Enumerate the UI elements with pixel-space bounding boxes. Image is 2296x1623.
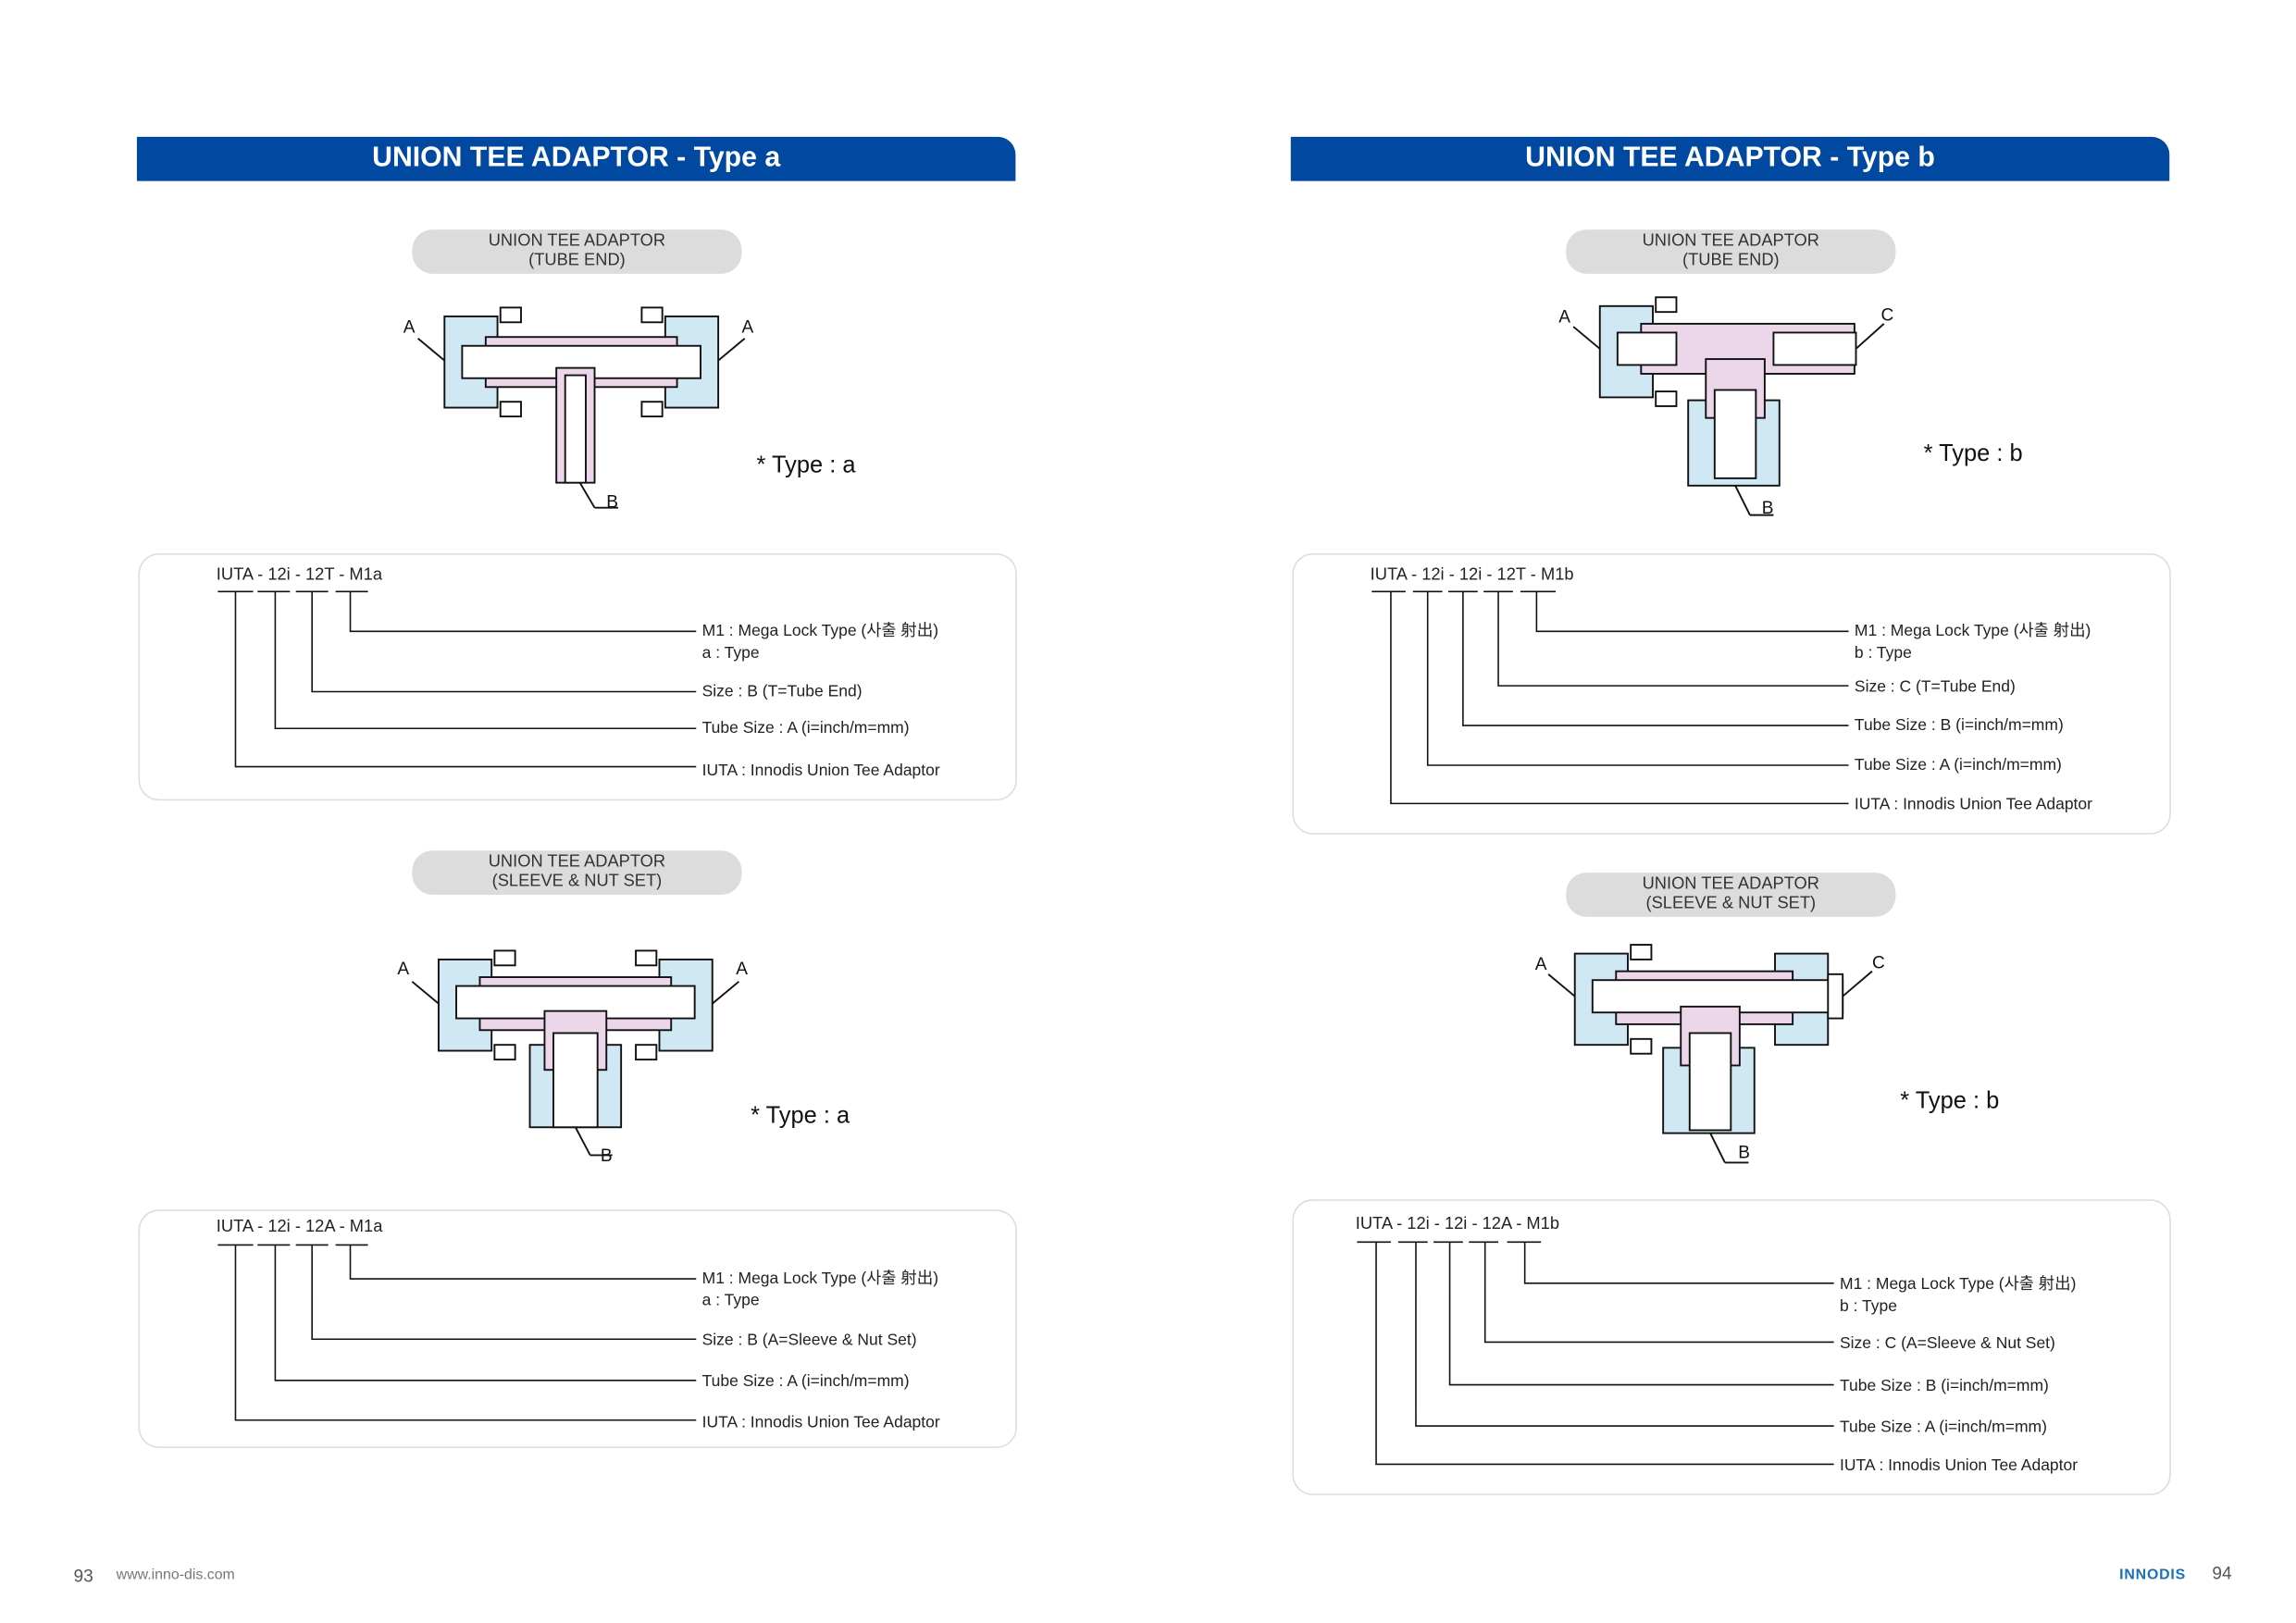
type-note: * Type : b	[1923, 441, 2023, 467]
section-label-sleeve-nut-b: UNION TEE ADAPTOR (SLEEVE & NUT SET)	[1566, 873, 1896, 917]
row-iuta: IUTA : Innodis Union Tee Adaptor	[1840, 1456, 2079, 1475]
type-note: * Type : a	[751, 1103, 850, 1129]
port-label-bottom: B	[600, 1145, 613, 1166]
part-number-breakdown-box: IUTA - 12i - 12i - 12T - M1b M1 : Mega L…	[1292, 552, 2171, 835]
row-iuta: IUTA : Innodis Union Tee Adaptor	[701, 762, 940, 780]
part-code: IUTA - 12i - 12i - 12T - M1b	[1370, 566, 1574, 585]
pill-line2: (SLEEVE & NUT SET)	[1645, 894, 1817, 913]
pill-line1: UNION TEE ADAPTOR	[1642, 875, 1820, 894]
pill-line1: UNION TEE ADAPTOR	[488, 853, 666, 872]
row-m1: M1 : Mega Lock Type (사출 射出)	[1840, 1275, 2077, 1294]
row-type: b : Type	[1854, 644, 1912, 663]
tee-drawing	[411, 949, 739, 1157]
port-label-right: C	[1871, 951, 1885, 973]
page-number-right: 94	[2212, 1563, 2232, 1584]
row-tube-size: Tube Size : A (i=inch/m=mm)	[701, 1372, 910, 1391]
row-tube-size-b: Tube Size : B (i=inch/m=mm)	[1854, 716, 2064, 735]
tee-drawing	[1572, 296, 1885, 516]
fitting-diagram-type-a-sleeve-nut: A A B	[391, 945, 760, 1173]
breakdown-leader-lines	[1371, 590, 1849, 805]
page-number-left: 93	[73, 1566, 93, 1587]
row-iuta: IUTA : Innodis Union Tee Adaptor	[701, 1414, 940, 1432]
part-code: IUTA - 12i - 12A - M1a	[216, 1218, 383, 1236]
row-type: a : Type	[701, 644, 760, 663]
part-number-breakdown-box: IUTA - 12i - 12A - M1a M1 : Mega Lock Ty…	[138, 1209, 1017, 1448]
section-label-sleeve-nut-a: UNION TEE ADAPTOR (SLEEVE & NUT SET)	[412, 850, 742, 895]
innodis-logo: INNODIS	[2119, 1567, 2187, 1584]
tee-drawing	[417, 306, 746, 509]
part-number-breakdown-box: IUTA - 12i - 12T - M1a M1 : Mega Lock Ty…	[138, 552, 1017, 801]
port-label-bottom: B	[1738, 1142, 1751, 1163]
row-tube-size-b: Tube Size : B (i=inch/m=mm)	[1840, 1377, 2049, 1395]
right-page-title: UNION TEE ADAPTOR - Type b	[1290, 136, 2170, 181]
part-number-breakdown-box: IUTA - 12i - 12i - 12A - M1b M1 : Mega L…	[1292, 1199, 2171, 1495]
pill-line1: UNION TEE ADAPTOR	[1642, 232, 1820, 251]
breakdown-leader-lines	[1357, 1241, 1834, 1466]
fitting-diagram-type-a-tube-end: A A B	[397, 302, 765, 523]
pill-line2: (SLEEVE & NUT SET)	[491, 873, 663, 891]
port-label-left: A	[1558, 305, 1570, 328]
row-m1: M1 : Mega Lock Type (사출 射出)	[701, 1270, 939, 1288]
row-size: Size : C (A=Sleeve & Nut Set)	[1840, 1334, 2055, 1353]
type-note: * Type : b	[1900, 1088, 2000, 1114]
pill-line1: UNION TEE ADAPTOR	[488, 232, 666, 251]
row-m1: M1 : Mega Lock Type (사출 射出)	[701, 622, 939, 640]
fitting-diagram-type-b-sleeve-nut: A C B	[1528, 942, 1896, 1171]
port-label-bottom: B	[606, 491, 618, 513]
row-iuta: IUTA : Innodis Union Tee Adaptor	[1854, 796, 2092, 814]
row-size: Size : B (T=Tube End)	[701, 682, 863, 701]
row-type: a : Type	[701, 1292, 760, 1310]
type-note: * Type : a	[756, 452, 856, 478]
pill-line2: (TUBE END)	[528, 251, 626, 270]
part-code: IUTA - 12i - 12T - M1a	[216, 566, 383, 585]
row-size: Size : C (T=Tube End)	[1854, 678, 2016, 697]
row-tube-size: Tube Size : A (i=inch/m=mm)	[701, 719, 910, 737]
port-label-right: C	[1880, 304, 1894, 326]
breakdown-leader-lines	[217, 1244, 697, 1421]
row-type: b : Type	[1840, 1297, 1897, 1316]
pill-line2: (TUBE END)	[1682, 251, 1780, 270]
port-label-left: A	[1534, 953, 1547, 974]
breakdown-leader-lines	[217, 590, 697, 768]
fitting-diagram-type-b-tube-end: A C B	[1553, 294, 1906, 529]
row-m1: M1 : Mega Lock Type (사출 射出)	[1854, 622, 2091, 640]
part-code: IUTA - 12i - 12i - 12A - M1b	[1355, 1215, 1560, 1233]
left-page-title: UNION TEE ADAPTOR - Type a	[136, 136, 1016, 181]
port-label-right: A	[736, 958, 748, 979]
port-label-left: A	[397, 958, 410, 979]
port-label-bottom: B	[1761, 497, 1774, 518]
section-label-tube-end-a: UNION TEE ADAPTOR (TUBE END)	[412, 229, 742, 274]
website-link[interactable]: www.inno-dis.com	[116, 1567, 235, 1584]
port-label-left: A	[403, 316, 416, 338]
row-tube-size-a: Tube Size : A (i=inch/m=mm)	[1840, 1419, 2047, 1437]
section-label-tube-end-b: UNION TEE ADAPTOR (TUBE END)	[1566, 229, 1896, 274]
port-label-right: A	[741, 316, 754, 338]
tee-drawing	[1547, 944, 1873, 1164]
row-size: Size : B (A=Sleeve & Nut Set)	[701, 1332, 917, 1350]
row-tube-size-a: Tube Size : A (i=inch/m=mm)	[1854, 756, 2062, 774]
